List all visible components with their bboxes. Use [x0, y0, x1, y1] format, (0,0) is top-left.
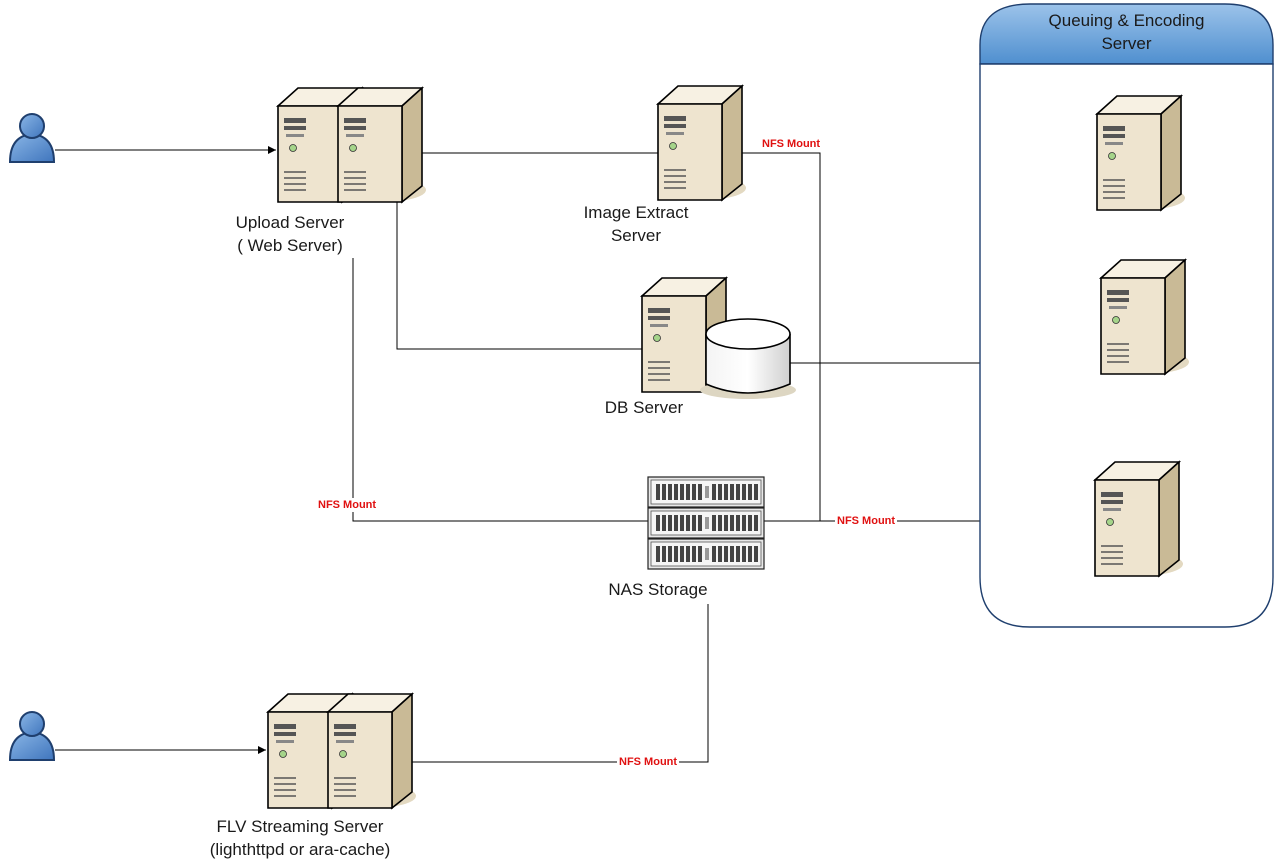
user-icon — [9, 711, 55, 761]
edge-nas-flv — [412, 604, 709, 763]
nas-storage-label: NAS Storage — [588, 578, 728, 601]
upload-server-icon — [277, 87, 427, 203]
flv-server-label-line1: FLV Streaming Server — [216, 817, 384, 836]
flv-server-icon — [267, 693, 417, 809]
user-icon — [9, 113, 55, 163]
upload-server-label-line2: ( Web Server) — [237, 236, 343, 255]
encoding-panel-title: Queuing & Encoding Server — [980, 9, 1273, 55]
nfs-mount-label-image-extract: NFS Mount — [760, 137, 823, 151]
image-extract-label-line1: Image Extract — [583, 203, 689, 222]
encoding-server-icon — [1094, 461, 1184, 577]
edge-upload-nas — [352, 258, 648, 522]
nfs-mount-label-upload: NFS Mount — [316, 498, 379, 512]
edge-upload-db — [396, 195, 642, 350]
connection-lines — [55, 146, 980, 763]
image-extract-label-line2: Server — [610, 226, 662, 245]
flv-server-label: FLV Streaming Server (lighthttpd or ara-… — [180, 815, 420, 861]
nfs-mount-label-flv: NFS Mount — [617, 755, 680, 769]
nas-storage-label-line1: NAS Storage — [608, 580, 708, 599]
encoding-server-icon — [1100, 259, 1190, 375]
database-cylinder-icon — [700, 318, 796, 399]
encoding-server-icon — [1096, 95, 1186, 211]
upload-server-label: Upload Server ( Web Server) — [200, 211, 380, 257]
db-server-label-line1: DB Server — [604, 398, 684, 417]
image-extract-label: Image Extract Server — [556, 201, 716, 247]
flv-server-label-line2: (lighthttpd or ara-cache) — [209, 840, 391, 859]
image-extract-server-icon — [657, 85, 747, 201]
nas-storage-icon — [647, 476, 765, 570]
db-server-label: DB Server — [574, 396, 714, 419]
nfs-mount-label-encoding: NFS Mount — [835, 514, 898, 528]
upload-server-label-line1: Upload Server — [235, 213, 345, 232]
encoding-panel-title-line1: Queuing & Encoding — [1048, 11, 1205, 30]
encoding-panel-title-line2: Server — [1101, 34, 1152, 53]
db-server-icon — [641, 277, 796, 399]
edge-image-nfs — [740, 152, 821, 521]
